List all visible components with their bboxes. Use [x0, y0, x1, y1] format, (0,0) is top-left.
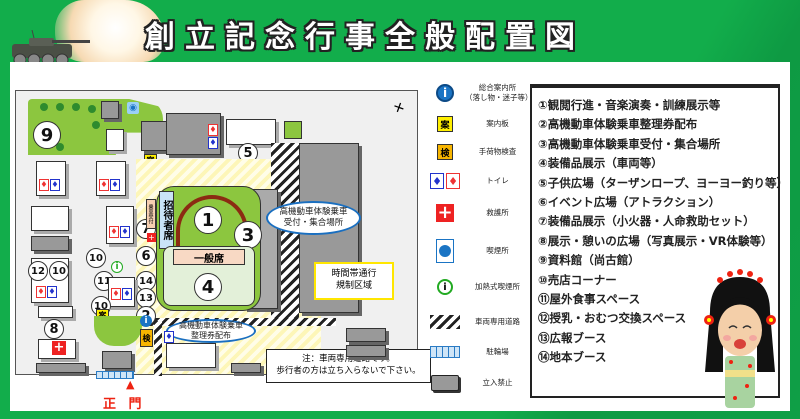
- marker-10[interactable]: 10: [49, 261, 69, 281]
- list-item: ⑨資料館（尚古館）: [538, 253, 640, 268]
- first-aid-icon: +: [52, 340, 66, 355]
- no-entry-icon: [431, 375, 459, 391]
- ride-ticket-callout: 高機動車体験乗車整理券配布: [166, 319, 256, 343]
- list-item: ③高機動車体験乗車受付・集合場所: [538, 136, 721, 151]
- list-item: ⑦装備品展示（小火器・人命救助セット）: [538, 214, 755, 229]
- building: [166, 343, 216, 368]
- toilet-icon: ♦♦: [99, 179, 120, 191]
- smoke-cloud-image: [55, 0, 165, 62]
- baggage-check-icon: 検: [437, 144, 453, 160]
- page-title: 創立記念行事全般配置図: [145, 20, 585, 55]
- baggage-check-icon: 検: [140, 329, 153, 347]
- ride-reception-callout: 高機動車体験乗車受付・集合場所: [266, 201, 361, 235]
- legend-item-info: i 総合案内所 （落し物・迷子等）: [425, 78, 533, 108]
- marker-1[interactable]: 1: [194, 206, 222, 234]
- building: [106, 129, 124, 151]
- gate-arrow-icon: ▲: [126, 378, 135, 391]
- legend-item-smoking: 喫煙所: [425, 236, 530, 266]
- tree-icon: [88, 105, 96, 113]
- tree-icon: [56, 143, 64, 151]
- info-icon: i: [436, 84, 454, 102]
- list-item: ⑩売店コーナー: [538, 272, 617, 287]
- main-gate-label: 正 門: [103, 397, 146, 412]
- tree-icon: [72, 103, 80, 111]
- toilet-icon: ♦♦: [39, 179, 60, 191]
- list-item: ⑫授乳・おむつ交換スペース: [538, 311, 687, 326]
- reception-booth: 乗車受付: [146, 199, 156, 229]
- garden-icon: [284, 121, 302, 139]
- toilet-icon: ♦: [164, 331, 174, 343]
- restricted-building: [101, 101, 119, 119]
- restricted-building: [31, 236, 69, 251]
- first-aid-icon: +: [147, 233, 156, 242]
- building: [31, 206, 69, 231]
- toilet-icon: ♦♦: [36, 286, 57, 298]
- toilet-icon: ♦♦: [109, 226, 130, 238]
- legend-item-guide-board: 案 案内板: [425, 112, 530, 136]
- armored-vehicle-image: [12, 30, 90, 67]
- marker-6[interactable]: 6: [136, 246, 156, 266]
- marker-10[interactable]: 10: [86, 248, 106, 268]
- legend-item-no-entry: 立入禁止: [425, 370, 530, 396]
- marker-3[interactable]: 3: [234, 221, 262, 249]
- list-item: ②高機動車体験乗車整理券配布: [538, 117, 698, 132]
- vehicle-road-icon: [430, 315, 460, 329]
- legend-item-toilet: ♦♦ トイレ: [425, 168, 530, 194]
- restricted-building: [346, 328, 386, 342]
- legend-item-bicycle-parking: 駐輪場: [425, 340, 530, 364]
- legend-item-first-aid: + 救護所: [436, 202, 509, 223]
- site-map: 9 ◉ 案 ♦♦ 5 ✕ 招待者席 1 3 一般席 4 高機動車体験乗車受付・集…: [15, 90, 431, 383]
- smoking-area-icon: ◉: [127, 102, 139, 114]
- list-item: ⑭地本ブース: [538, 350, 607, 365]
- tree-icon: [92, 121, 100, 129]
- legend-item-vehicle-road: 車両専用道路: [425, 310, 530, 334]
- building: [226, 119, 276, 145]
- smoking-area-icon: [436, 239, 454, 263]
- marker-12[interactable]: 12: [28, 261, 48, 281]
- heated-tobacco-icon: i: [111, 261, 123, 273]
- list-item: ①観閲行進・音楽演奏・訓練展示等: [538, 98, 721, 112]
- time-restricted-callout: 時間帯通行規制区域: [314, 262, 394, 300]
- list-item: ⑬広報ブース: [538, 330, 607, 345]
- heated-tobacco-icon: i: [437, 279, 453, 295]
- restricted-building: [231, 363, 261, 373]
- list-item: ⑪屋外食事スペース: [538, 291, 641, 306]
- list-item: ⑧展示・憩いの広場（写真展示・VR体験等）: [538, 233, 773, 248]
- location-list: ①観閲行進・音楽演奏・訓練展示等 ②高機動車体験乗車整理券配布 ③高機動車体験乗…: [530, 84, 788, 398]
- vehicle-road: [154, 321, 162, 376]
- legend-item-baggage-check: 検 手荷物検査: [425, 140, 530, 164]
- restricted-building: [141, 121, 169, 151]
- building: [106, 206, 134, 244]
- list-item: ④装備品展示（車両等）: [538, 156, 663, 171]
- info-icon[interactable]: i: [140, 315, 152, 327]
- mascot-doll-image: [704, 269, 776, 408]
- bicycle-parking-icon: [430, 346, 460, 358]
- toilet-icon: ♦♦: [111, 288, 132, 300]
- garden-area: [94, 316, 142, 346]
- tree-icon: [40, 103, 48, 111]
- legend: i 総合案内所 （落し物・迷子等） 案 案内板 検 手荷物検査 ♦♦ トイレ +…: [425, 78, 533, 398]
- guest-seats: 招待者席: [159, 191, 174, 249]
- bicycle-parking-icon: [96, 371, 134, 379]
- compass-icon: ✕: [391, 99, 408, 118]
- list-item: ⑥イベント広場（アトラクション）: [538, 194, 721, 209]
- marker-9[interactable]: 9: [33, 121, 61, 149]
- general-seats: 一般席: [173, 249, 245, 265]
- legend-item-heated-tobacco: i 加熱式喫煙所: [425, 274, 530, 300]
- restricted-building: [36, 363, 86, 373]
- restricted-building: [346, 345, 386, 357]
- toilet-icon: ♦♦: [430, 173, 460, 189]
- guide-board-icon: 案: [437, 116, 453, 132]
- marker-4[interactable]: 4: [194, 273, 222, 301]
- marker-8[interactable]: 8: [44, 319, 64, 339]
- restricted-building: [102, 351, 132, 369]
- building: [38, 306, 73, 318]
- marker-13[interactable]: 13: [136, 288, 156, 308]
- first-aid-icon: +: [436, 202, 454, 223]
- tree-icon: [56, 103, 64, 111]
- list-item: ⑤子供広場（ターザンロープ、ヨーヨー釣り等）: [538, 175, 788, 190]
- toilet-icon: ♦♦: [208, 124, 218, 149]
